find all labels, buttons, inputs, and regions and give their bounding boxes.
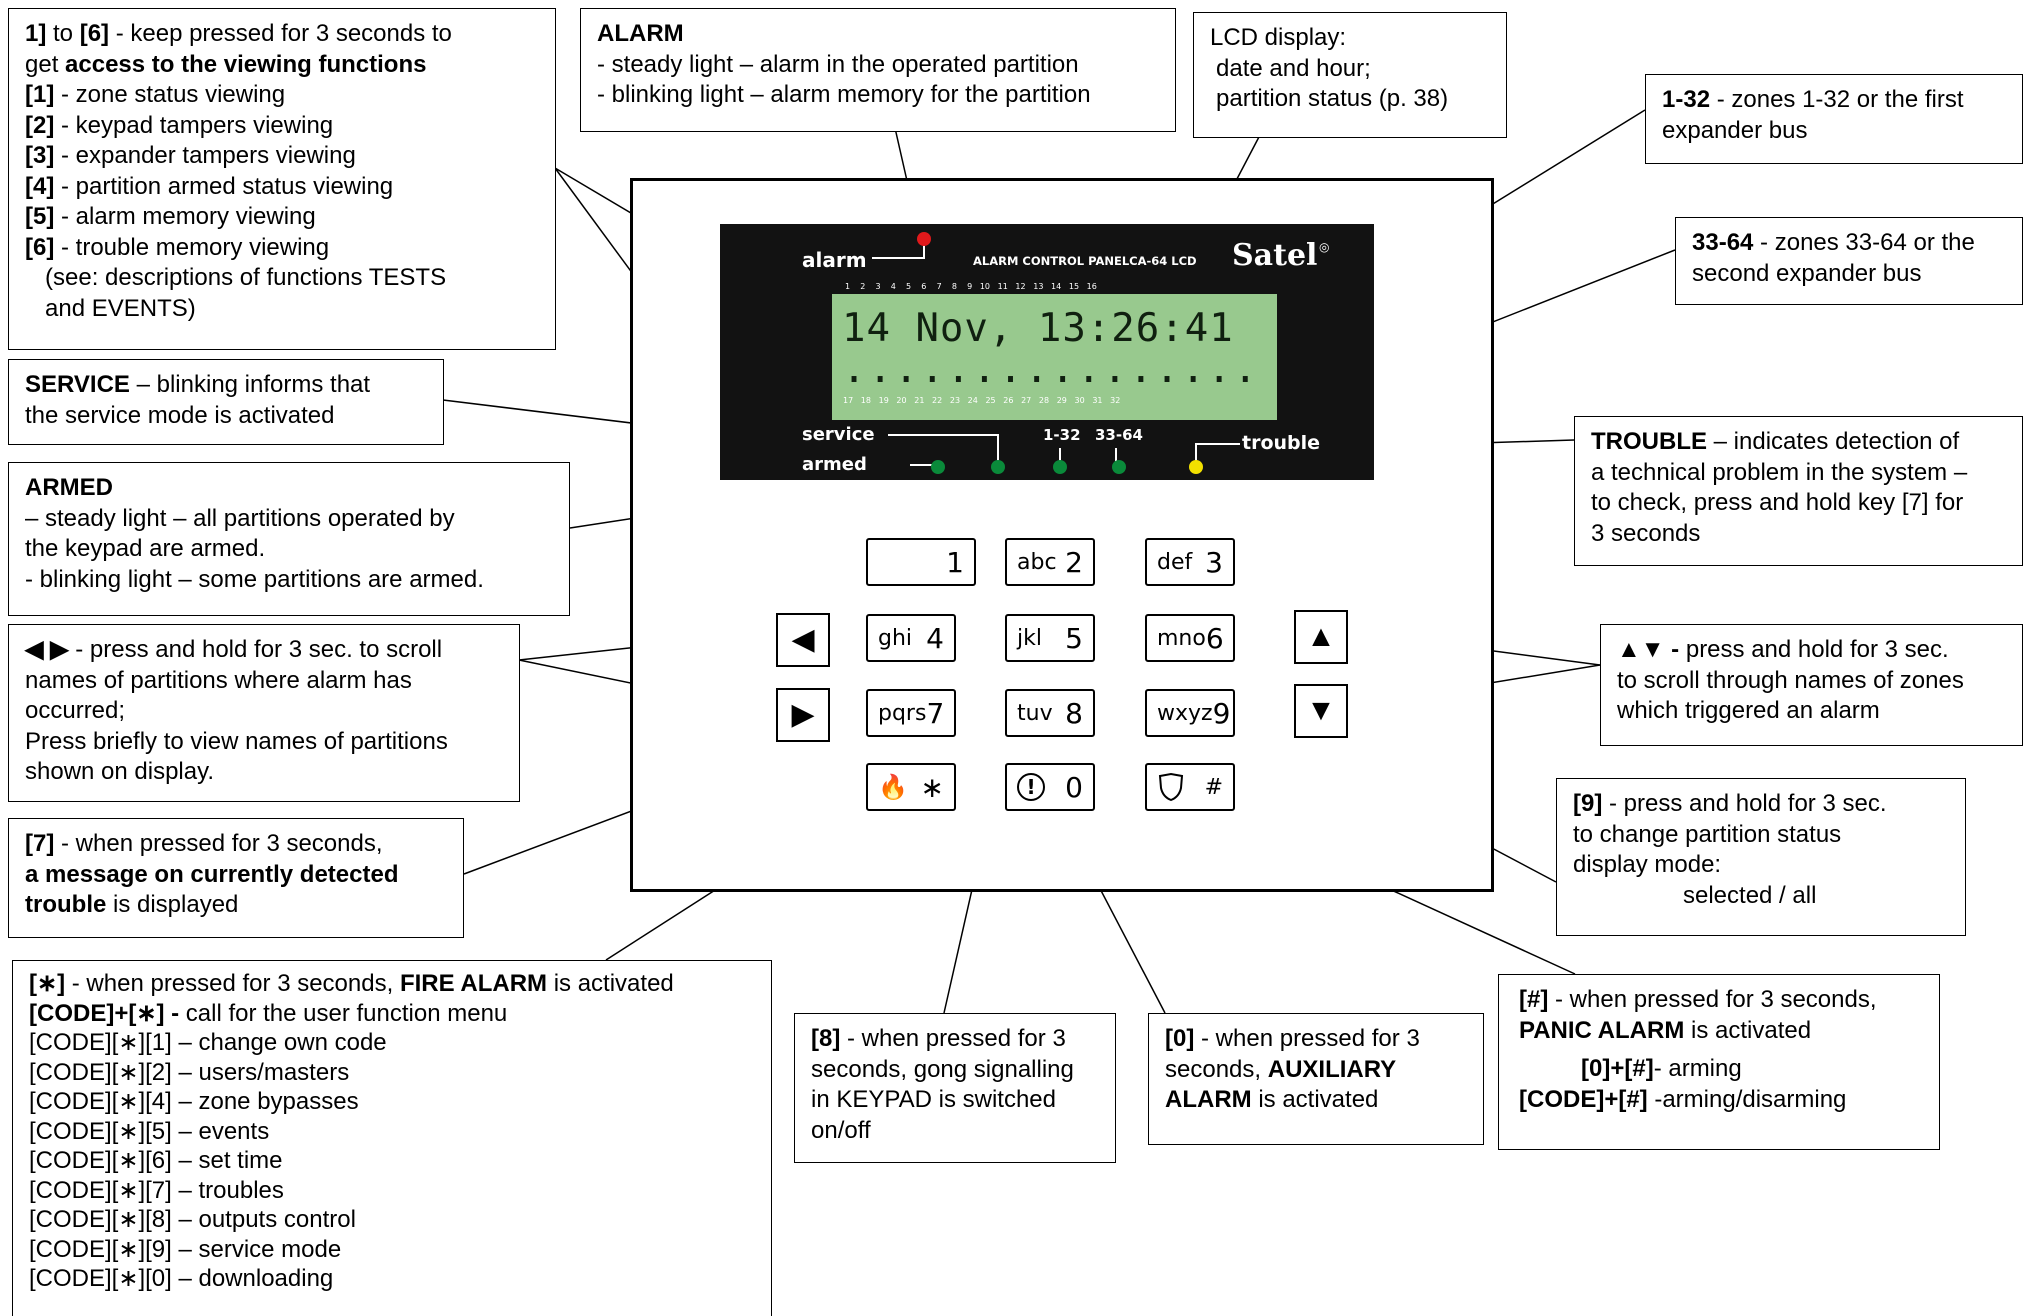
right-arrow-key[interactable]: ▶: [776, 688, 830, 742]
armed-led: [931, 460, 945, 474]
down-arrow-icon: ▼: [1306, 694, 1336, 727]
left-arrow-key[interactable]: ◀: [776, 613, 830, 667]
zones-33-64-led: [1112, 460, 1126, 474]
up-arrow-icon: ▲: [1306, 620, 1336, 653]
callout-key0: [0] - when pressed for 3 seconds, AUXILI…: [1148, 1013, 1484, 1145]
callout-trouble: TROUBLE – indicates detection of a techn…: [1574, 416, 2023, 566]
callout-armed: ARMED – steady light – all partitions op…: [8, 462, 570, 616]
trouble-led: [1189, 460, 1203, 474]
key-star[interactable]: 🔥 ∗: [866, 763, 956, 811]
armed-label: armed: [802, 454, 867, 475]
zones-33-64-label: 33-64: [1095, 426, 1143, 444]
callout-key9: [9] - press and hold for 3 sec. to chang…: [1556, 778, 1966, 936]
alarm-label: alarm: [802, 248, 867, 272]
service-label: service: [802, 424, 875, 445]
lcd-zone-numbers-bottom: 17 18 19 20 21 22 23 24 25 26 27 28 29 3…: [843, 396, 1121, 405]
registered-icon: ◎: [1319, 240, 1330, 254]
right-arrow-icon: ▶: [791, 698, 815, 731]
trouble-connector: [1195, 443, 1240, 464]
callout-key7: [7] - when pressed for 3 seconds, a mess…: [8, 818, 464, 938]
alarm-label-connector: [872, 244, 925, 259]
service-led: [991, 460, 1005, 474]
left-arrow-icon: ◀: [791, 623, 815, 656]
callout-scroll-zones: ▲▼ - press and hold for 3 sec. to scroll…: [1600, 624, 2023, 746]
lcd-partition-status: ................: [842, 346, 1260, 392]
trouble-label: trouble: [1242, 432, 1321, 454]
key-0[interactable]: ! 0: [1005, 763, 1095, 811]
key-hash[interactable]: #: [1145, 763, 1235, 811]
key-1[interactable]: 1: [866, 538, 976, 586]
exclamation-circle-icon: !: [1017, 773, 1045, 801]
up-arrow-key[interactable]: ▲: [1294, 610, 1348, 664]
callout-key8: [8] - when pressed for 3 seconds, gong s…: [794, 1013, 1116, 1163]
callout-lcd-display: LCD display: date and hour; partition st…: [1193, 12, 1507, 138]
callout-scroll-partitions: ◀ ▶ - press and hold for 3 sec. to scrol…: [8, 624, 520, 802]
callout-zones-1-32: 1-32 - zones 1-32 or the first expander …: [1645, 74, 2023, 164]
down-arrow-key[interactable]: ▼: [1294, 684, 1348, 738]
callout-star-key: [∗] - when pressed for 3 seconds, FIRE A…: [12, 960, 772, 1316]
callout-hash-key: [#] - when pressed for 3 seconds, PANIC …: [1498, 974, 1940, 1150]
alarm-led: [917, 232, 931, 246]
callout-alarm: ALARM - steady light – alarm in the oper…: [580, 8, 1176, 132]
zones-1-32-label: 1-32: [1043, 426, 1081, 444]
model-label: ALARM CONTROL PANELCA-64 LCD: [973, 254, 1197, 268]
shield-icon: [1158, 772, 1184, 802]
callout-zones-33-64: 33-64 - zones 33-64 or the second expand…: [1675, 217, 2023, 305]
fire-icon: 🔥: [878, 773, 908, 801]
zones-1-32-led: [1053, 460, 1067, 474]
callout-service: SERVICE – blinking informs that the serv…: [8, 359, 444, 445]
lcd-date-time: 14 Nov, 13:26:41: [842, 306, 1234, 351]
status-connectors: [888, 434, 1210, 466]
brand-logo: Satel: [1232, 238, 1318, 273]
callout-viewing-functions: 1] to [6] - keep pressed for 3 seconds t…: [8, 8, 556, 350]
lcd-display: [832, 294, 1277, 420]
lcd-zone-numbers-top: 1 2 3 4 5 6 7 8 9 10 11 12 13 14 15 16: [845, 282, 1097, 291]
